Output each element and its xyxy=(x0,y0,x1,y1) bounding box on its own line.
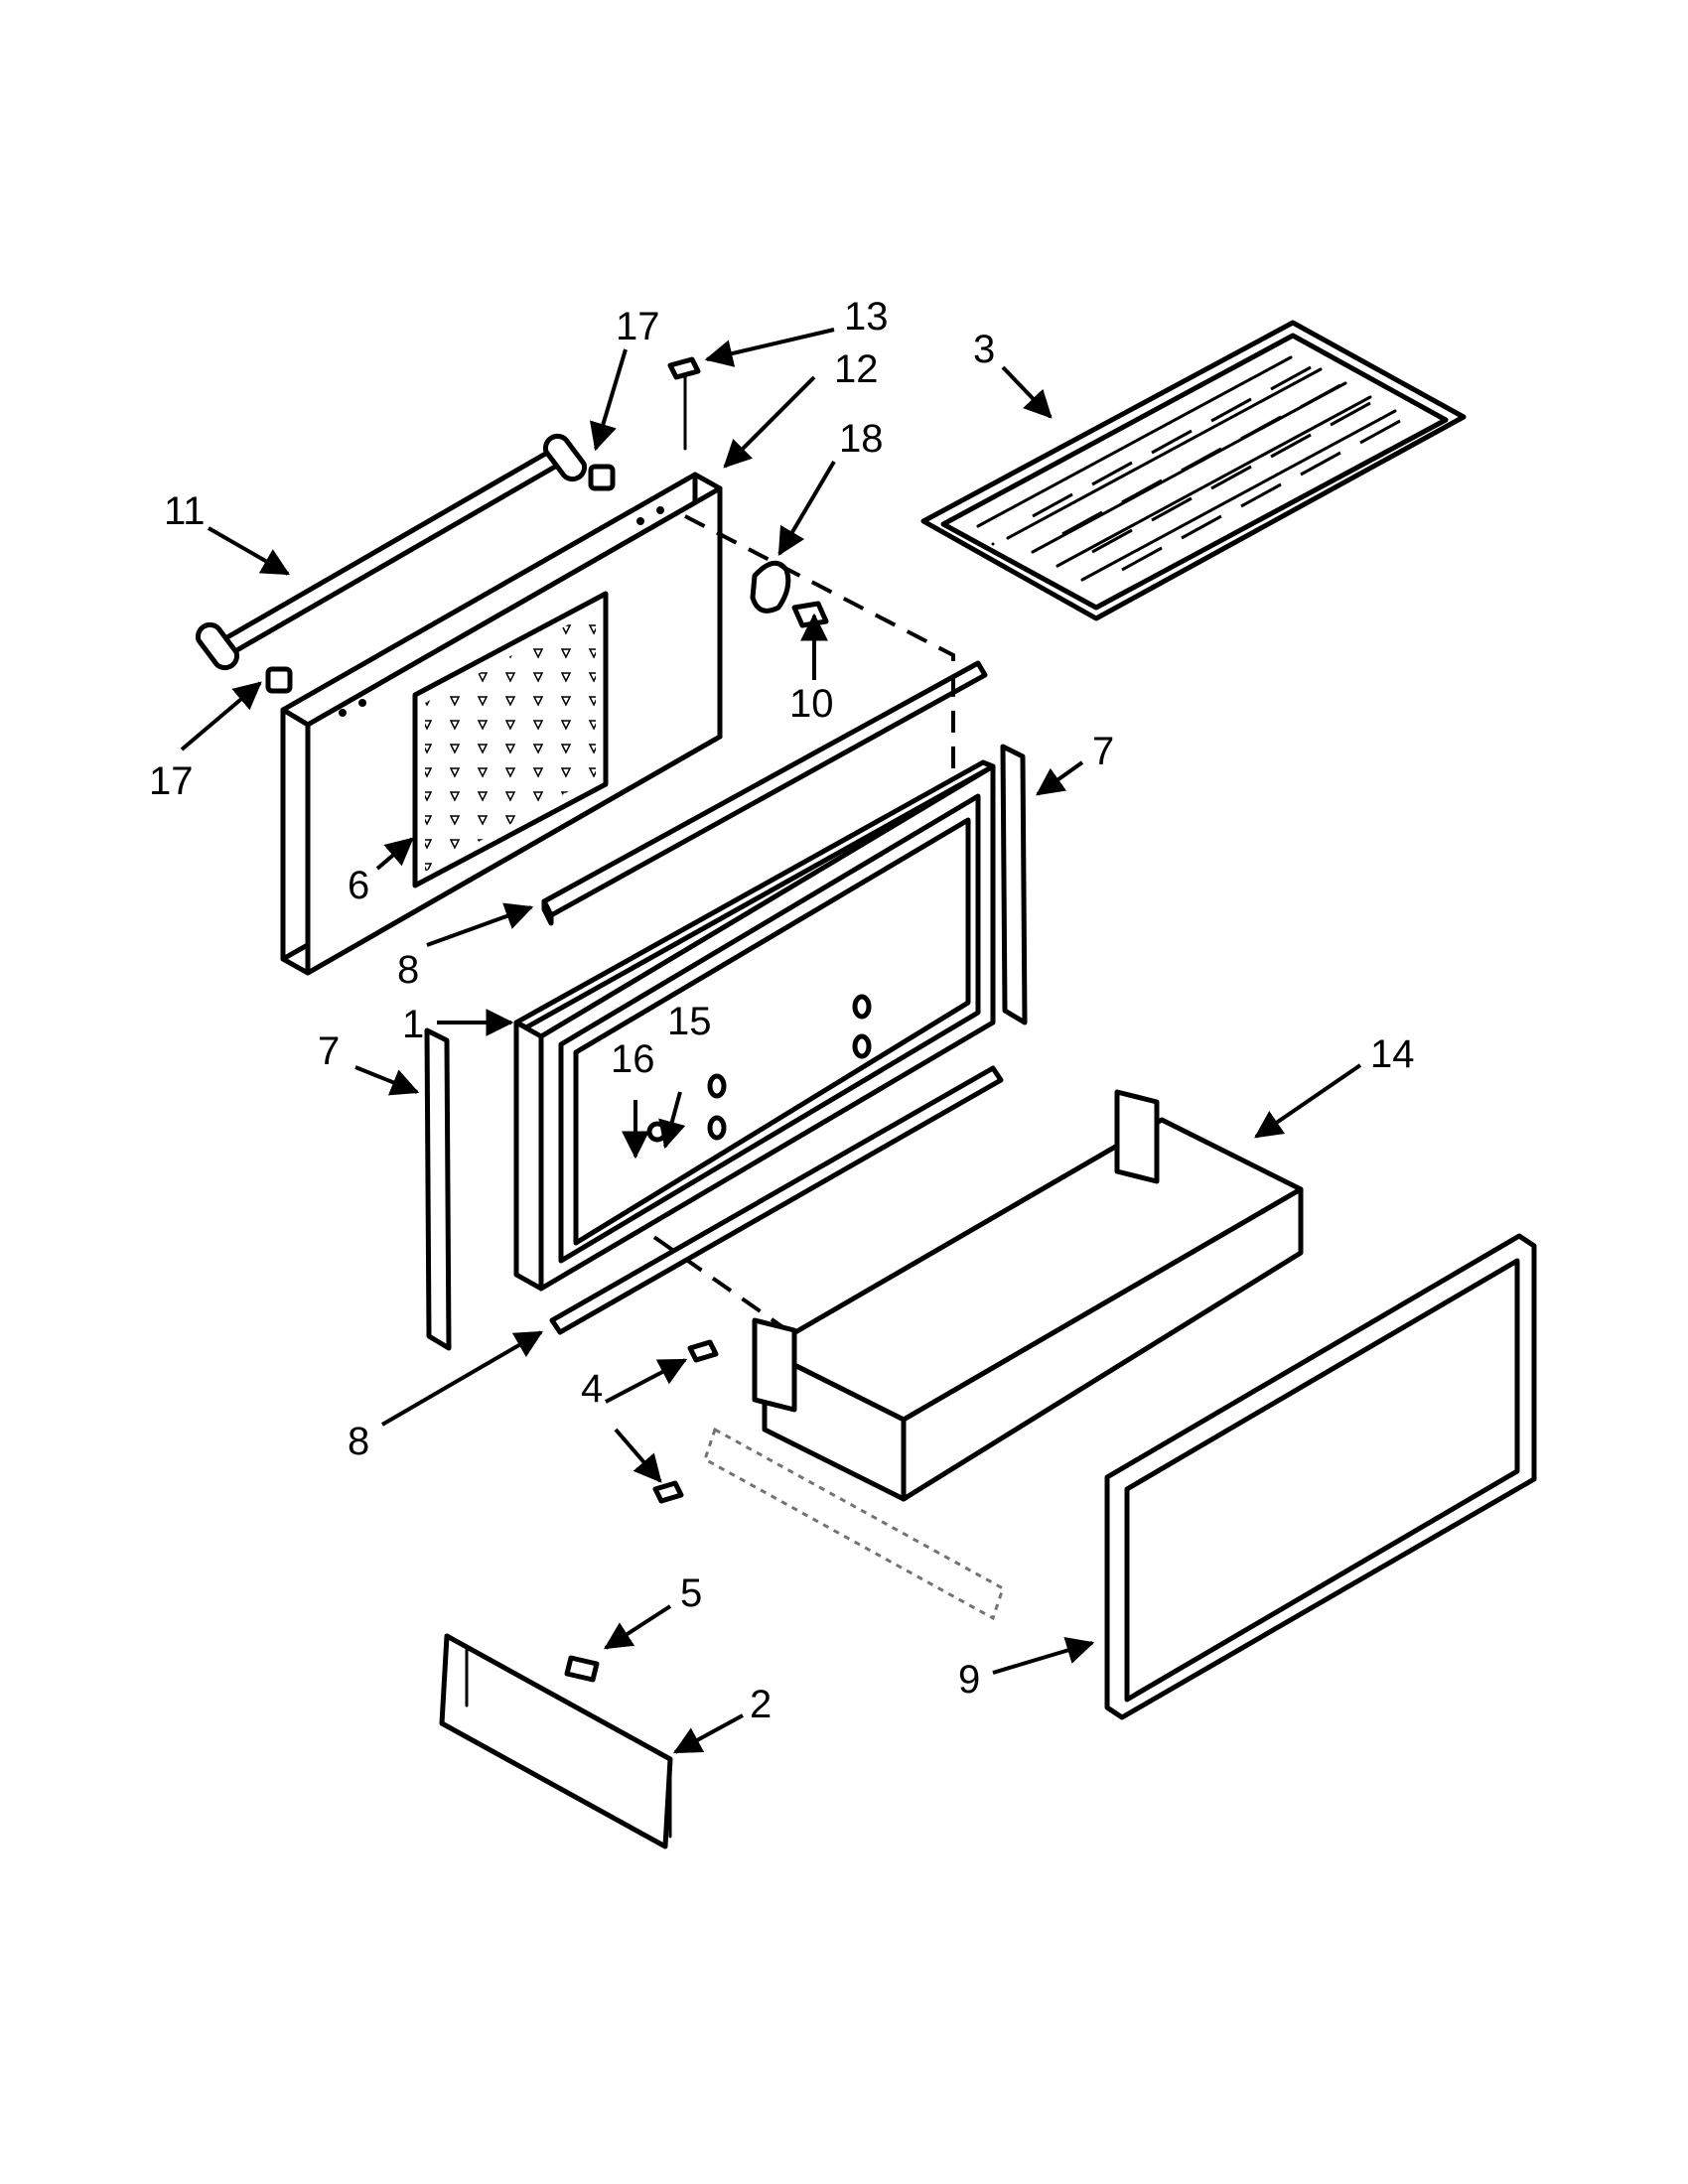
callout-8-top: 8 xyxy=(397,948,419,992)
callout-labels: 13 12 18 3 17 11 17 10 6 7 8 1 7 15 16 1… xyxy=(149,295,1415,1726)
callout-3: 3 xyxy=(973,328,995,371)
trim-strip-top xyxy=(541,660,988,926)
door-gasket xyxy=(1104,1233,1537,1720)
callout-2: 2 xyxy=(750,1683,772,1726)
callout-5: 5 xyxy=(680,1571,702,1615)
callout-12: 12 xyxy=(834,347,879,391)
callout-13: 13 xyxy=(844,295,889,339)
callout-11: 11 xyxy=(164,489,206,533)
callout-10: 10 xyxy=(789,682,834,726)
callout-4: 4 xyxy=(581,1367,603,1411)
grille-rack xyxy=(920,320,1467,621)
callout-9: 9 xyxy=(958,1658,980,1702)
leader-lines xyxy=(180,328,1362,1754)
callout-14: 14 xyxy=(1370,1032,1415,1076)
callout-1: 1 xyxy=(402,1003,424,1046)
callout-8-bottom: 8 xyxy=(348,1420,369,1463)
callout-7-right: 7 xyxy=(1092,730,1114,773)
front-panel-bracket xyxy=(439,1633,673,1849)
screw-5 xyxy=(564,1655,600,1683)
side-trim-right xyxy=(1000,744,1028,1025)
callout-7-left: 7 xyxy=(318,1029,340,1073)
callout-16: 16 xyxy=(611,1037,655,1081)
trim-strip-bottom xyxy=(549,1065,1004,1335)
screws-4 xyxy=(652,1339,719,1504)
drawer-slide xyxy=(703,1427,1005,1621)
door-handle xyxy=(195,433,616,694)
callout-18: 18 xyxy=(839,417,884,461)
callout-17-top: 17 xyxy=(616,305,660,348)
side-trim-left xyxy=(424,1027,452,1351)
drawer-bin xyxy=(752,1089,1304,1502)
callout-15: 15 xyxy=(667,1000,712,1043)
screw-13 xyxy=(667,356,701,451)
callout-17-bottom: 17 xyxy=(149,759,194,803)
callout-6: 6 xyxy=(348,864,369,907)
